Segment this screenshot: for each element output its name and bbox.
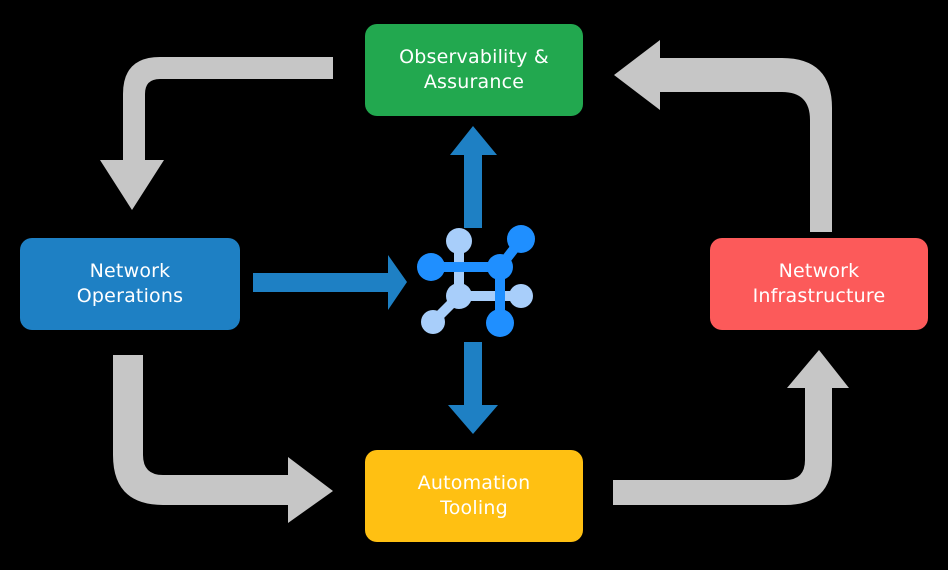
node-network-infrastructure-label: Network Infrastructure [752, 259, 886, 307]
arrow-center-to-observability [450, 126, 497, 228]
arrow-center-to-automation [448, 342, 498, 434]
node-automation-tooling[interactable]: Automation Tooling [365, 450, 583, 542]
node-network-infrastructure[interactable]: Network Infrastructure [710, 238, 928, 330]
arrow-observability-to-netops [100, 57, 333, 210]
arrow-netinfra-to-observability [614, 40, 832, 232]
arrow-netops-to-center [253, 255, 407, 310]
arrow-netops-to-automation [113, 355, 333, 523]
node-observability-assurance-label: Observability & Assurance [399, 45, 549, 93]
node-automation-tooling-label: Automation Tooling [417, 471, 531, 519]
network-icon-links-primary [427, 235, 526, 327]
arrow-automation-to-netinfra [613, 350, 849, 505]
network-icon-links-secondary [427, 238, 524, 325]
node-network-operations-label: Network Operations [76, 259, 184, 307]
node-network-operations[interactable]: Network Operations [20, 238, 240, 330]
node-observability-assurance[interactable]: Observability & Assurance [365, 24, 583, 116]
network-icon-nodes-primary [417, 225, 535, 337]
network-icon-nodes-secondary [421, 228, 533, 334]
